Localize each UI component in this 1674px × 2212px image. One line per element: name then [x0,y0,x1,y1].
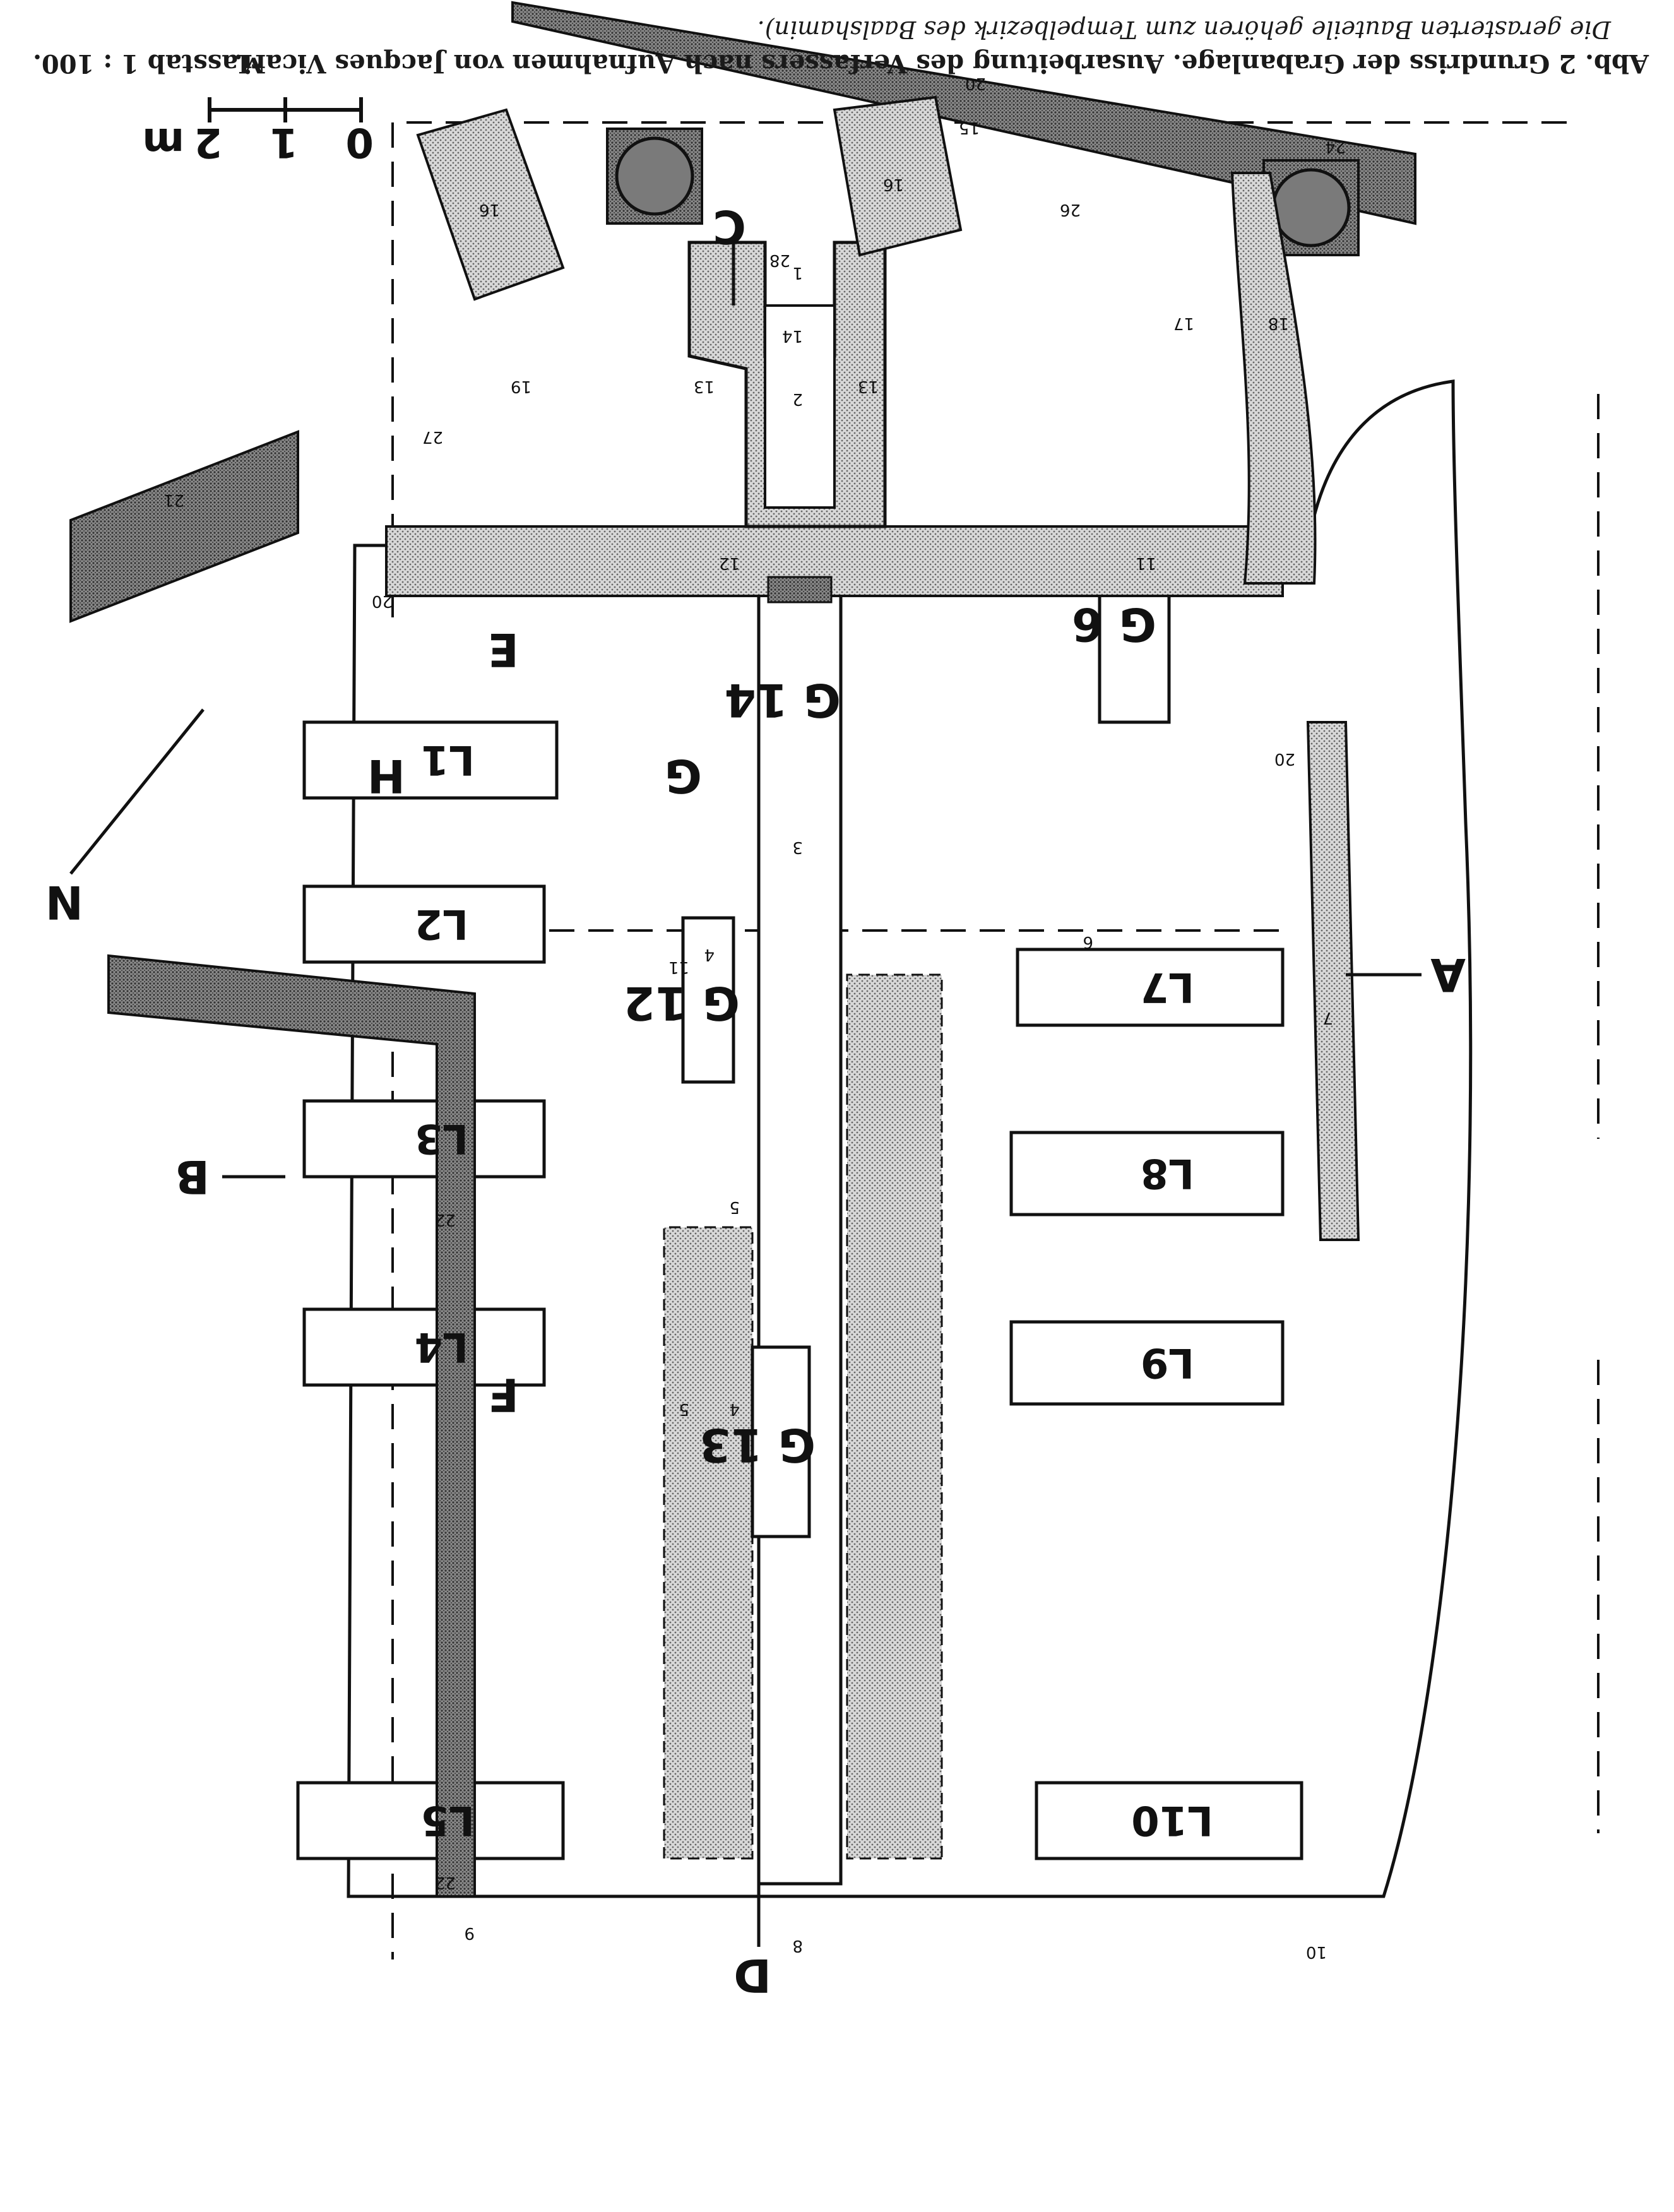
feature-18: 18 [1268,314,1289,333]
label-section-g: G [665,749,702,802]
feature-8: 8 [792,1936,803,1955]
grave-g13 [751,1345,811,1538]
label-l2: L2 [415,900,468,947]
site-boundary [391,121,1600,1959]
loculus-l10 [1035,1781,1303,1860]
loculus-l3 [302,1099,546,1179]
feature-22a: 22 [435,1210,456,1229]
feature-16b: 16 [883,175,904,194]
feature-11a: 11 [1136,554,1156,573]
north-arrow [69,708,205,875]
grave-g12 [681,916,735,1084]
feature-11b: 11 [668,958,689,977]
feature-21: 21 [163,491,184,509]
wall-11-12 [385,525,1284,597]
plan-labels: L1 L2 L3 L4 L5 L7 L8 L9 L10 G 6 G 12 G 1… [45,119,1466,2002]
scale-tick-2: 2 [194,119,222,165]
label-g14: G 14 [725,674,841,727]
figure-caption-line2: Die gerasterten Bauteile gehören zum Tem… [757,16,1611,44]
scale-tick-0: 0 [345,119,374,165]
loculus-l9 [1009,1320,1285,1406]
loculus-l1 [302,720,559,800]
feature-15: 15 [959,118,980,137]
vestibule-14 [764,304,836,509]
temple-wall-15 [511,1,1416,256]
feature-16a: 16 [479,200,500,219]
label-g12: G 12 [624,977,740,1030]
label-l9: L9 [1141,1339,1194,1386]
feature-9: 9 [464,1924,475,1942]
label-l8: L8 [1141,1150,1194,1196]
feature-14: 14 [782,326,803,345]
label-north: N [45,876,83,929]
wall-7 [1306,721,1360,1241]
wall-16a [416,108,565,301]
label-g13: G 13 [699,1418,816,1472]
bench-right [663,1226,754,1860]
feature-3: 3 [792,838,803,857]
label-section-a: A [1430,948,1466,1001]
feature-20c: 20 [1274,749,1295,768]
label-section-f: F [488,1368,519,1421]
wall-21 [69,430,299,623]
loculus-l4 [302,1307,546,1387]
scale-tick-1: 1 [270,119,298,165]
loculi-right [1009,948,1303,1860]
scale-unit: m [142,119,184,165]
label-l5: L5 [421,1797,475,1843]
feature-22b: 22 [435,1873,456,1892]
feature-20b: 20 [965,74,986,93]
label-section-b: B [175,1150,210,1203]
label-l7: L7 [1141,963,1194,1010]
loculus-l2 [302,884,546,964]
feature-13b: 13 [694,377,715,396]
feature-5a: 5 [729,1198,740,1216]
feature-10: 10 [1306,1942,1327,1961]
label-section-h: H [367,749,405,802]
label-g6: G 6 [1072,598,1156,651]
wall-16b [833,95,963,257]
caption-scale: Masstab 1 : 100. [33,49,266,78]
caption-text: Abb. 2 Grundriss der Grabanlage. Ausarbe… [234,49,1649,78]
feature-24: 24 [1325,137,1346,156]
feature-19: 19 [511,377,531,396]
section-arrows [222,242,1422,1947]
feature-17: 17 [1173,314,1194,333]
label-section-e: E [488,623,519,676]
feature-26: 26 [1060,200,1081,219]
loculus-l7 [1016,948,1285,1027]
label-l10: L10 [1131,1797,1213,1843]
label-l4: L4 [415,1323,468,1370]
sill-2 [767,576,833,604]
label-section-d: D [733,1949,771,2002]
feature-4b: 4 [729,1400,740,1418]
wall-18 [1230,172,1317,585]
figure-caption-line1: Abb. 2 Grundriss der Grabanlage. Ausarbe… [33,49,1649,78]
feature-2: 2 [792,389,803,408]
bench-left [846,973,943,1860]
label-l3: L3 [415,1115,468,1162]
loculi-left [296,720,565,1860]
feature-13a: 13 [858,377,879,396]
feature-5b: 5 [679,1400,689,1418]
tomb-outline [347,379,1473,1898]
feature-7: 7 [1322,1008,1333,1027]
loculus-l5 [296,1781,565,1860]
wall-22 [107,954,476,1898]
feature-28: 28 [769,251,790,270]
feature-6: 6 [1083,932,1093,951]
feature-12: 12 [719,554,740,573]
central-corridor [757,493,843,1886]
feature-1: 1 [792,263,803,282]
loculus-l8 [1009,1131,1285,1216]
scale-bar [208,97,363,122]
feature-numbers: 1 2 3 4 4 5 5 6 7 8 9 10 11 11 12 13 13 … [163,74,1346,1961]
label-l1: L1 [421,736,475,783]
feature-27: 27 [422,427,443,446]
feature-20a: 20 [372,592,393,610]
label-section-c: C [713,200,746,253]
feature-4a: 4 [704,945,715,964]
